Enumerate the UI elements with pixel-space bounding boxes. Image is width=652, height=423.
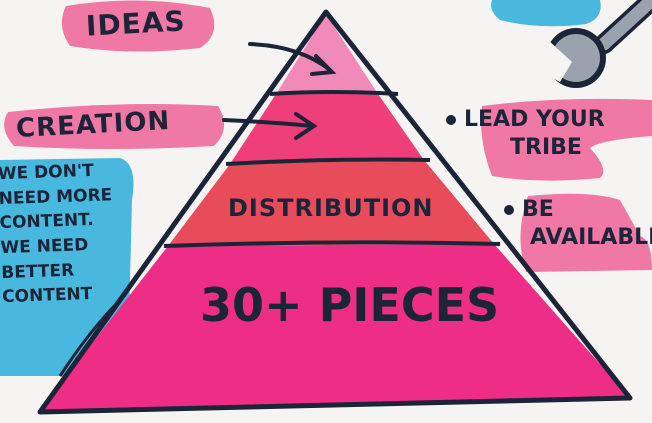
note-connector: [58, 298, 122, 377]
pyramid-tier-creation: [230, 94, 424, 164]
note-line: NEED MORE: [0, 184, 113, 209]
creation-arrow: [222, 118, 314, 128]
bullet-dot: [504, 205, 514, 215]
bullet-line: BE: [522, 197, 554, 222]
bullet-line: AVAILABLE: [530, 224, 652, 250]
divider-2: [225, 157, 431, 166]
divider-1: [269, 90, 399, 96]
creation-arrow-head: [294, 112, 318, 140]
pieces-label: 30+ PIECES: [200, 278, 500, 332]
ideas-highlight: [61, 0, 215, 52]
divider-3: [163, 240, 501, 248]
creation-highlight: [4, 104, 225, 149]
content-note: WE DON'T NEED MORE CONTENT. WE NEED BETT…: [0, 158, 127, 310]
pyramid-tier-ideas: [276, 14, 378, 94]
creation-label: CREATION: [15, 105, 171, 145]
ideas-arrow-head: [310, 54, 337, 76]
bullet-be-available: BE AVAILABLE: [504, 196, 652, 251]
wrench-icon: [538, 0, 652, 88]
available-highlight: [520, 193, 652, 272]
bullet-dot: [446, 115, 456, 125]
pyramid-tier-distribution: [168, 160, 494, 246]
note-line: CONTENT: [1, 284, 93, 308]
ideas-label: IDEAS: [85, 4, 187, 43]
bullet-line: LEAD YOUR: [464, 107, 605, 132]
pyramid-tier-base: [40, 244, 630, 410]
distribution-label: DISTRIBUTION: [228, 194, 434, 222]
pyramid-outline: [37, 9, 633, 415]
top-right-highlight: [491, 0, 601, 27]
bullet-lead-your-tribe: LEAD YOUR TRIBE: [446, 106, 605, 161]
lead-highlight: [481, 98, 652, 181]
bullet-line: TRIBE: [510, 134, 582, 160]
